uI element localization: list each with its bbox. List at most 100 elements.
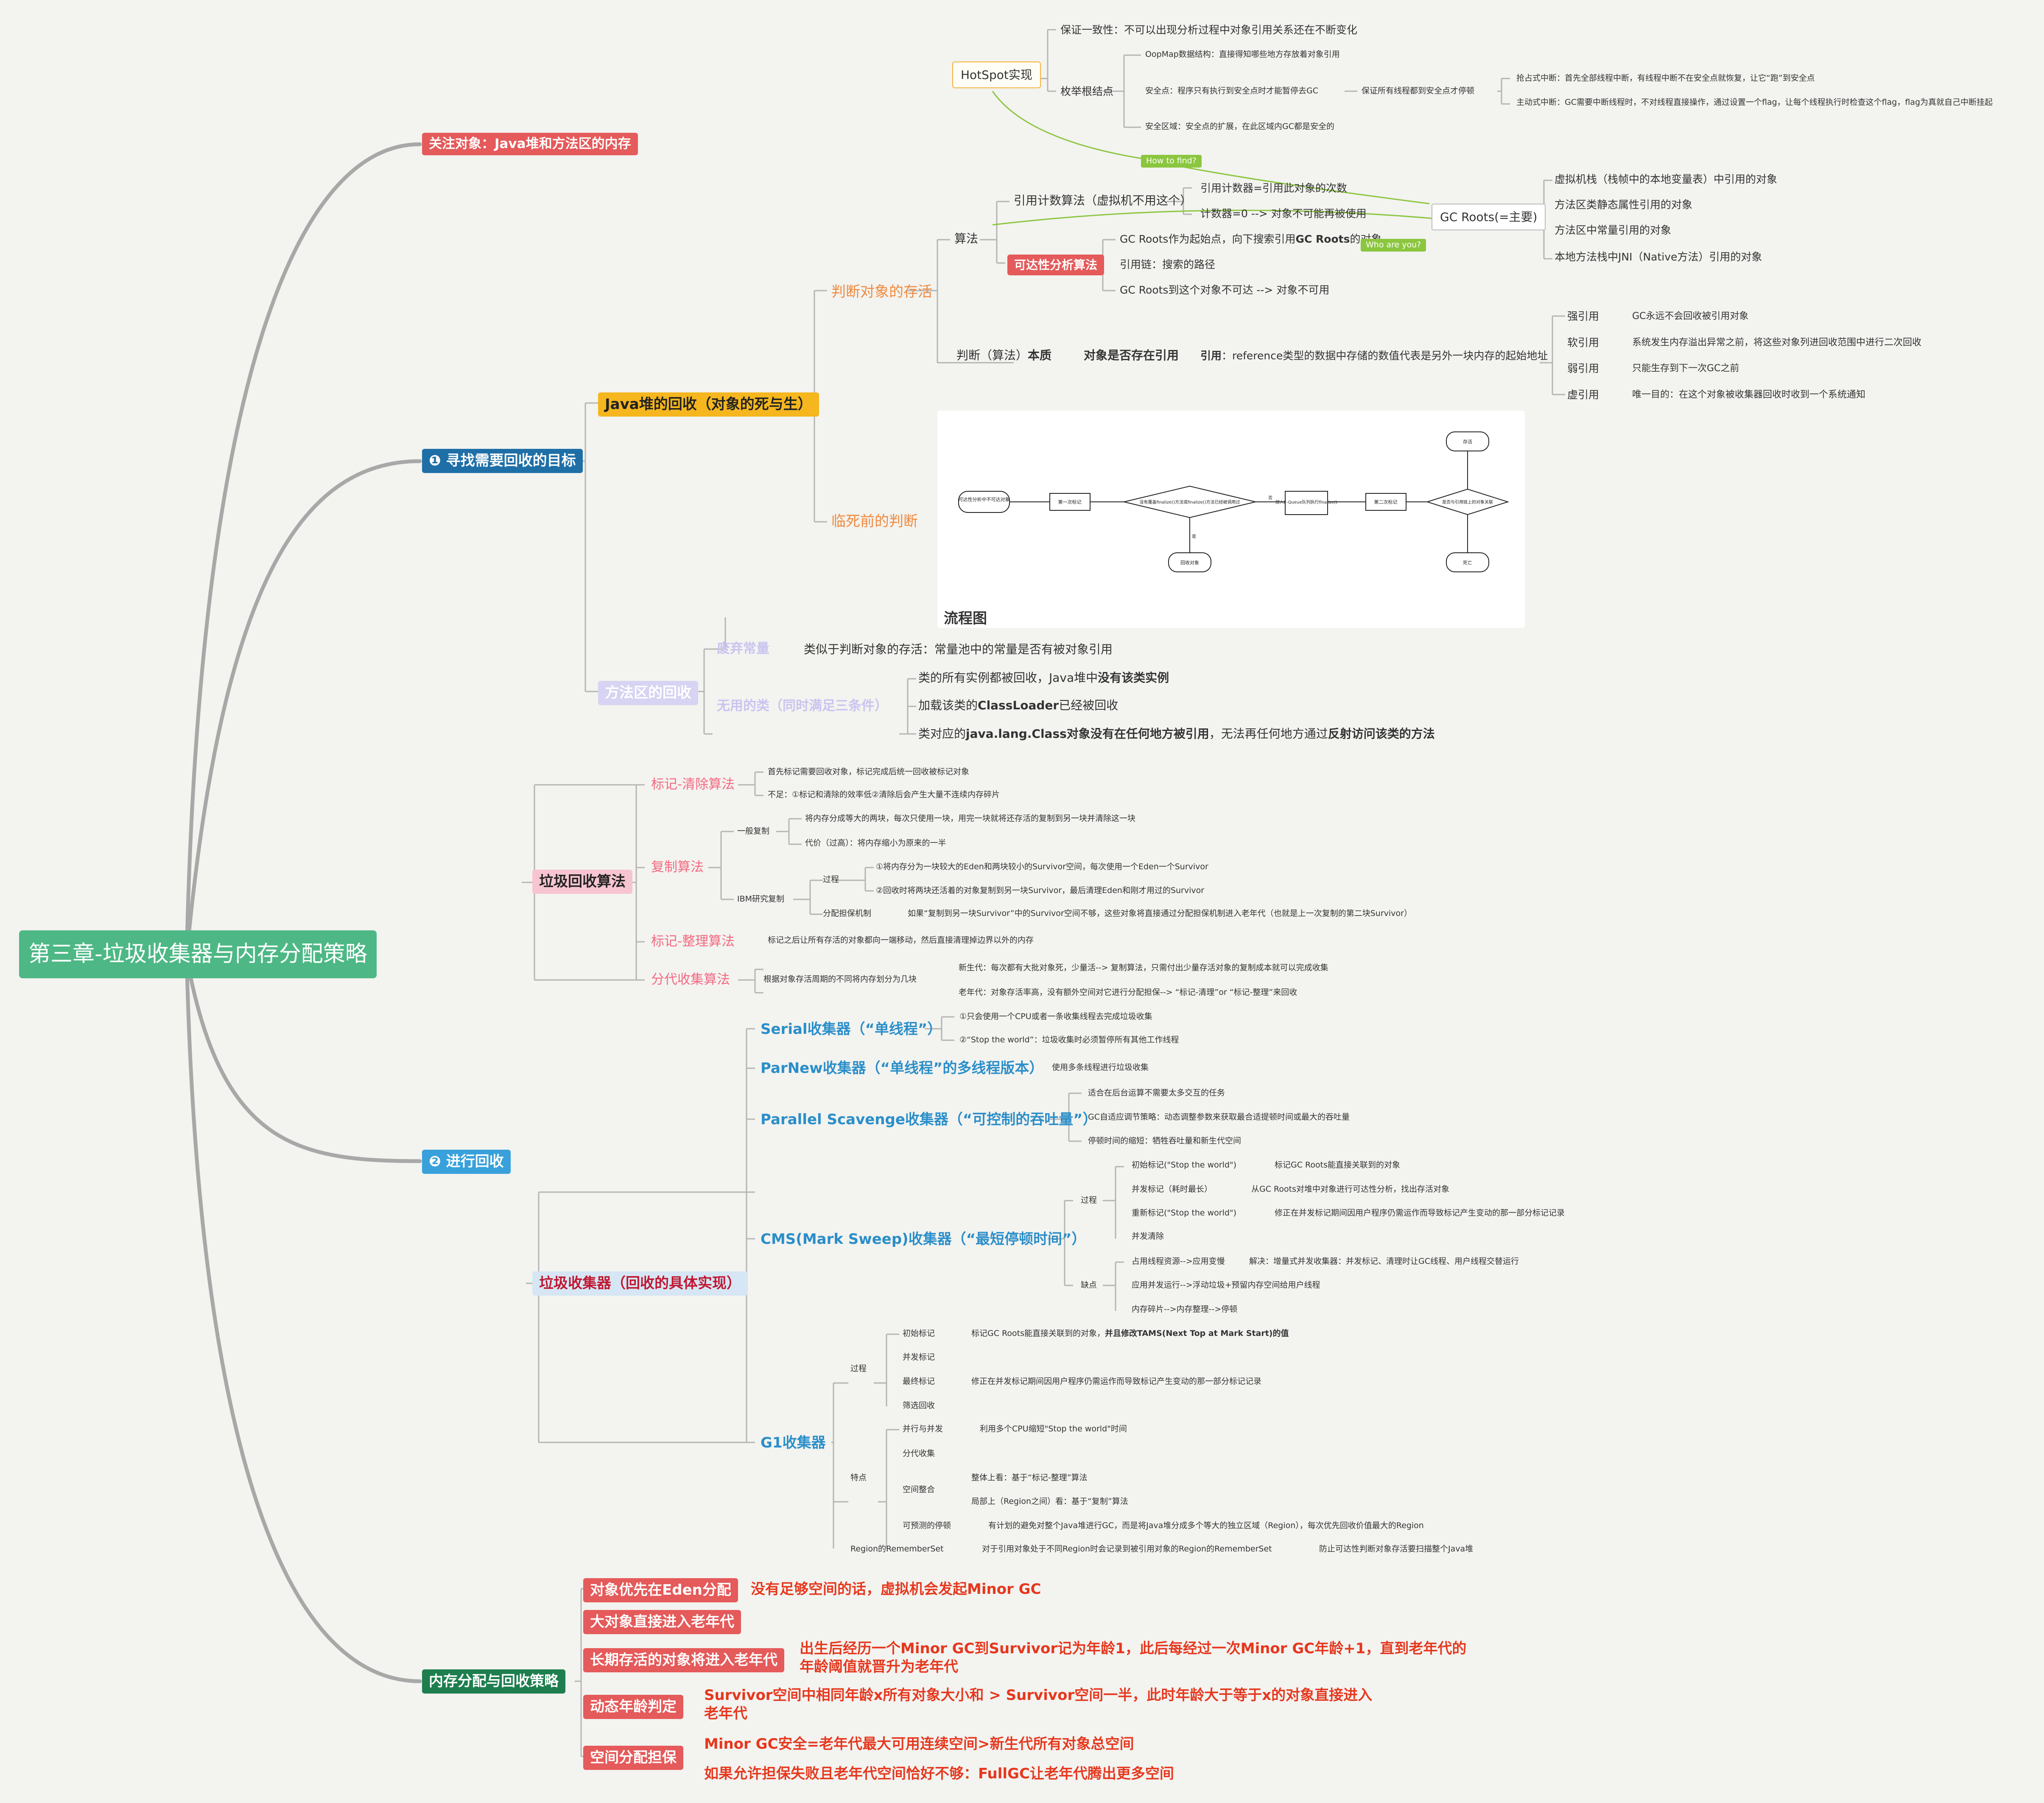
mark-sweep[interactable]: 标记-清除算法 [651,777,735,792]
branch-find-targets[interactable]: ❶ 寻找需要回收的目标 [422,449,583,473]
flow-mark2: 第二次标记 [1374,499,1398,505]
gc-algorithms[interactable]: 垃圾回收算法 [532,870,632,894]
hs-oopmap: OopMap数据结构：直接得知哪些地方存放着对象引用 [1145,50,1340,59]
ref-strong-desc: GC永远不会回收被引用对象 [1632,311,1749,322]
focus-object-tag[interactable]: 关注对象：Java堆和方法区的内存 [422,133,638,155]
alloc-long-lived[interactable]: 长期存活的对象将进入老年代 [583,1648,784,1672]
copy-desc-2: 代价（过高）：将内存缩小为原来的一半 [805,838,946,848]
reach-2: 引用链：搜索的路径 [1120,258,1216,271]
flow-survive: 存活 [1463,439,1472,445]
alloc-guarantee[interactable]: 空间分配担保 [583,1746,683,1770]
serial-desc-1: ①只会使用一个CPU或者一条收集线程去完成垃圾收集 [959,1012,1152,1021]
judge-essence[interactable]: 判断（算法）本质 [956,348,1052,362]
algorithm-label[interactable]: 算法 [954,232,979,246]
gc-collectors[interactable]: 垃圾收集器（回收的具体实现） [532,1271,748,1296]
ref-weak-desc: 只能生存到下一次GC之前 [1632,363,1739,374]
heap-reclaim[interactable]: Java堆的回收（对象的死与生） [598,392,819,417]
flowchart-svg: 可达性分析中不可达对象 第一次标记 没有覆盖finalize()方法或final… [958,431,1510,572]
flow-start: 可达性分析中不可达对象 [959,496,1010,502]
abandoned-constants[interactable]: 废弃常量 [717,641,769,656]
mark-compact[interactable]: 标记-整理算法 [651,934,735,949]
g1-step-4: 筛选回收 [903,1401,935,1410]
useless-class[interactable]: 无用的类（同时满足三条件） [717,698,888,714]
parnew-collector[interactable]: ParNew收集器（“单线程”的多线程版本） [761,1060,1044,1077]
g1-feat-2: 分代收集 [903,1449,935,1458]
flow-cond: 没有覆盖finalize()方法或finalize()方法已经被调用过 [1139,499,1240,505]
alloc-guarantee-desc: Minor GC安全=老年代最大可用连续空间>新生代所有对象总空间 [704,1736,1134,1753]
ps-desc-1: 适合在后台运算不需要太多交互的任务 [1088,1088,1225,1097]
method-area-reclaim[interactable]: 方法区的回收 [598,681,698,705]
hotspot-impl[interactable]: HotSpot实现 [952,62,1041,88]
flow-dead: 死亡 [1463,560,1472,566]
copy-general: 一般复制 [737,826,770,836]
gc-root-item: 本地方法栈中JNI（Native方法）引用的对象 [1555,251,1762,263]
cms-step-1: 初始标记("Stop the world") [1132,1160,1237,1170]
alloc-dynamic-age[interactable]: 动态年龄判定 [583,1695,683,1719]
cms-process: 过程 [1081,1195,1097,1205]
cms-step-2-desc: 从GC Roots对堆中对象进行可达性分析，找出存活对象 [1251,1184,1449,1194]
copy-guarantee-desc: 如果“复制到另一块Survivor”中的Survivor空间不够，这些对象将直接… [908,909,1412,918]
g1-step-3: 最终标记 [903,1377,935,1386]
g1-rs-desc-2: 防止可达性判断对象存活要扫描整个Java堆 [1319,1544,1474,1554]
g1-rememberset: Region的RememberSet [850,1544,944,1554]
flowchart-caption: 流程图 [944,610,987,627]
hs-consistency: 保证一致性：不可以出现分析过程中对象引用关系还在不断变化 [1060,24,1358,36]
alloc-large[interactable]: 大对象直接进入老年代 [583,1610,741,1634]
judge-exists-ref: 对象是否存在引用 [1084,348,1179,362]
ref-count-algo[interactable]: 引用计数算法（虚拟机不用这个） [1014,193,1192,207]
g1-features: 特点 [850,1473,867,1482]
alloc-eden[interactable]: 对象优先在Eden分配 [583,1578,738,1602]
g1-rs-desc-1: 对于引用对象处于不同Region时会记录到被引用对象的Region的Rememb… [982,1544,1272,1554]
copy-desc-1: 将内存分成等大的两块，每次只使用一块，用完一块就将还存活的复制到另一块并清除这一… [805,814,1136,823]
cms-collector[interactable]: CMS(Mark Sweep)收集器（“最短停顿时间”） [761,1231,1086,1248]
ref-phantom: 虚引用 [1567,389,1599,401]
g1-feat-1: 并行与并发 [903,1424,943,1433]
hs-voluntary: 主动式中断：GC需要中断线程时，不对线程直接操作，通过设置一个flag，让每个线… [1516,98,1993,107]
g1-step-1: 初始标记 [903,1329,935,1338]
g1-collector[interactable]: G1收集器 [761,1434,826,1451]
flow-mark1: 第一次标记 [1058,499,1082,505]
g1-step-2: 并发标记 [903,1352,935,1362]
ref-soft-desc: 系统发生内存溢出异常之前，将这些对象列进回收范围中进行二次回收 [1632,337,1922,348]
cms-weak-1-desc: 解决：增量式并发收集器：并发标记、清理时让GC线程、用户线程交替运行 [1249,1257,1519,1266]
parnew-desc: 使用多条线程进行垃圾收集 [1052,1063,1149,1072]
cms-weak-2: 应用并发运行-->浮动垃圾+预留内存空间给用户线程 [1132,1280,1320,1290]
g1-feat-3b: 局部上（Region之间）看：基于“复制”算法 [971,1497,1128,1506]
serial-desc-2: ②“Stop the world”：垃圾收集时必须暂停所有其他工作线程 [959,1035,1179,1044]
generational[interactable]: 分代收集算法 [651,972,730,987]
before-death[interactable]: 临死前的判断 [831,513,918,530]
parallel-scavenge[interactable]: Parallel Scavenge收集器（“可控制的吞吐量”） [761,1111,1097,1128]
g1-step-3-desc: 修正在并发标记期间因用户程序仍需运作而导致标记产生变动的那一部分标记记录 [971,1377,1262,1386]
g1-feat-3: 空间整合 [903,1485,935,1494]
alloc-eden-desc: 没有足够空间的话，虚拟机会发起Minor GC [751,1581,1041,1598]
g1-feat-4: 可预测的停顿 [903,1521,951,1530]
serial-collector[interactable]: Serial收集器（“单线程”） [761,1021,942,1038]
useless-1: 类的所有实例都被回收，Java堆中没有该类实例 [918,671,1169,685]
g1-feat-4-desc: 有计划的避免对整个Java堆进行GC，而是将Java堆分成多个等大的独立区域（R… [988,1521,1424,1530]
flow-no: 否 [1268,496,1272,501]
hs-safepoint: 安全点：程序只有执行到安全点时才能暂停去GC [1145,86,1318,95]
copy-step-1: ①将内存分为一块较大的Eden和两块较小的Survivor空间，每次使用一个Ed… [876,862,1208,871]
flow-queue: 放入F-Queue队列执行finalize() [1275,499,1337,505]
abandoned-desc: 类似于判断对象的存活：常量池中的常量是否有被对象引用 [804,642,1113,656]
mark-compact-desc: 标记之后让所有存活的对象都向一端移动，然后直接清理掉边界以外的内存 [768,935,1034,945]
copy-ibm: IBM研究复制 [737,894,785,904]
ref-soft: 软引用 [1567,336,1599,349]
ref-count-1: 引用计数器=引用此对象的次数 [1200,182,1347,194]
branch-allocation[interactable]: 内存分配与回收策略 [422,1669,565,1694]
copying[interactable]: 复制算法 [651,860,704,875]
reach-1: GC Roots作为起始点，向下搜索引用GC Roots的对象 [1120,233,1381,245]
gc-roots-node[interactable]: GC Roots(=主要) [1432,204,1546,230]
reachability-algo[interactable]: 可达性分析算法 [1007,255,1104,275]
root-topic[interactable]: 第三章-垃圾收集器与内存分配策略 [19,930,377,978]
cms-step-4: 并发清除 [1132,1232,1164,1241]
useless-2: 加载该类的ClassLoader已经被回收 [918,698,1118,712]
hs-enum-roots: 枚举根结点 [1060,85,1114,98]
judge-alive[interactable]: 判断对象的存活 [831,283,932,300]
gc-root-item: 虚拟机栈（栈帧中的本地变量表）中引用的对象 [1555,173,1778,185]
how-to-find-label: How to find? [1141,155,1202,168]
branch-do-reclaim[interactable]: ❷ 进行回收 [422,1150,511,1174]
ps-desc-2: GC自适应调节策略：动态调整参数来获取最合适提顿时间或最大的吞吐量 [1088,1112,1350,1122]
gen-desc: 根据对象存活周期的不同将内存划分为几块 [763,974,917,984]
